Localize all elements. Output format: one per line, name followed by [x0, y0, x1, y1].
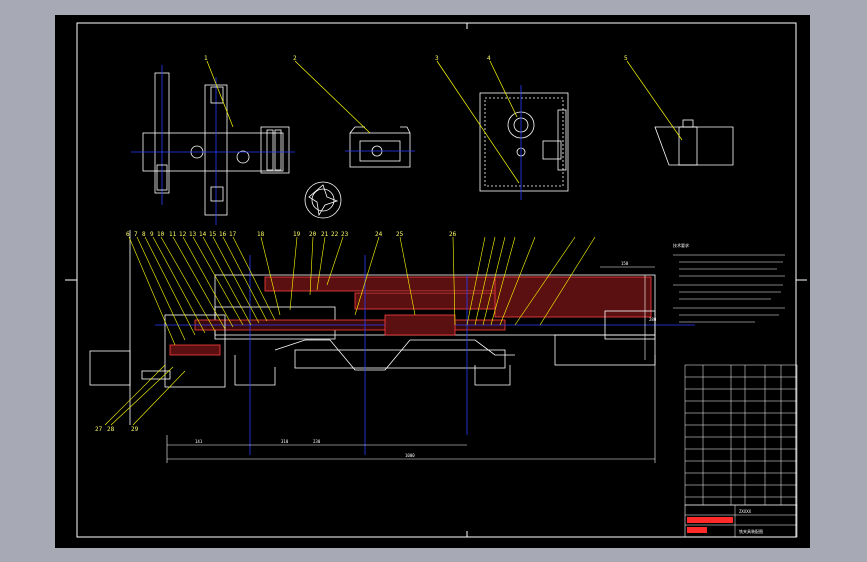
part-label-25: 25 [396, 231, 404, 238]
part-label-27: 27 [95, 426, 103, 433]
part-label-10: 10 [157, 231, 165, 238]
dim-middle1: 310 [281, 439, 289, 444]
dim-right-height: 280 [649, 317, 657, 322]
part-label-16: 16 [219, 231, 227, 238]
top-part-labels: 1 2 3 4 5 [204, 55, 628, 62]
part-label-8: 8 [142, 231, 146, 238]
part-label-7: 7 [134, 231, 138, 238]
part-label-9: 9 [150, 231, 154, 238]
part-label-23: 23 [341, 231, 349, 238]
part-label-12: 12 [179, 231, 187, 238]
detail-view-1 [131, 65, 295, 225]
technical-notes: 技术要求 [673, 242, 785, 323]
main-section [89, 230, 695, 455]
part-label-20: 20 [309, 231, 317, 238]
part-label-22: 22 [331, 231, 339, 238]
star-knob [304, 181, 342, 219]
dim-overall: 1000 [405, 453, 415, 458]
detail-view-2 [345, 126, 415, 168]
part-label-13: 13 [189, 231, 197, 238]
section-labels-bottom: 27 28 29 [95, 426, 139, 433]
assembly-drawing: 1 2 3 4 5 [65, 22, 807, 538]
part-label-6: 6 [126, 231, 130, 238]
dimension-lines [166, 266, 656, 463]
detail-view-3 [479, 85, 569, 200]
part-label-19: 19 [293, 231, 301, 238]
parts-list [684, 364, 798, 506]
title-block-name: ZXXXX [739, 509, 752, 514]
part-label-1: 1 [204, 55, 208, 62]
title-block-title: 铣夹具装配图 [739, 528, 763, 534]
part-label-5: 5 [624, 55, 628, 62]
part-label-24: 24 [375, 231, 383, 238]
part-label-15: 15 [209, 231, 217, 238]
part-label-4: 4 [487, 55, 491, 62]
part-label-14: 14 [199, 231, 207, 238]
dim-middle2: 230 [313, 439, 321, 444]
leader-lines-top [206, 60, 683, 184]
drawing-sheet: 1 2 3 4 5 [55, 15, 810, 548]
section-labels-top: 6 7 8 9 10 11 12 13 14 15 16 17 18 19 20… [126, 231, 457, 238]
part-label-26: 26 [449, 231, 457, 238]
part-label-18: 18 [257, 231, 265, 238]
dim-left: 141 [195, 439, 203, 444]
dimension-texts: 141 310 230 1000 150 280 [195, 261, 657, 458]
notes-heading: 技术要求 [673, 242, 689, 248]
part-label-29: 29 [131, 426, 139, 433]
detail-view-5 [654, 119, 734, 166]
dim-right-top: 150 [621, 261, 629, 266]
part-label-21: 21 [321, 231, 329, 238]
part-label-3: 3 [435, 55, 439, 62]
part-label-11: 11 [169, 231, 177, 238]
leader-lines-section [104, 236, 596, 426]
part-label-2: 2 [293, 55, 297, 62]
part-label-28: 28 [107, 426, 115, 433]
title-block: ZXXXX 铣夹具装配图 [684, 504, 798, 538]
part-label-17: 17 [229, 231, 237, 238]
